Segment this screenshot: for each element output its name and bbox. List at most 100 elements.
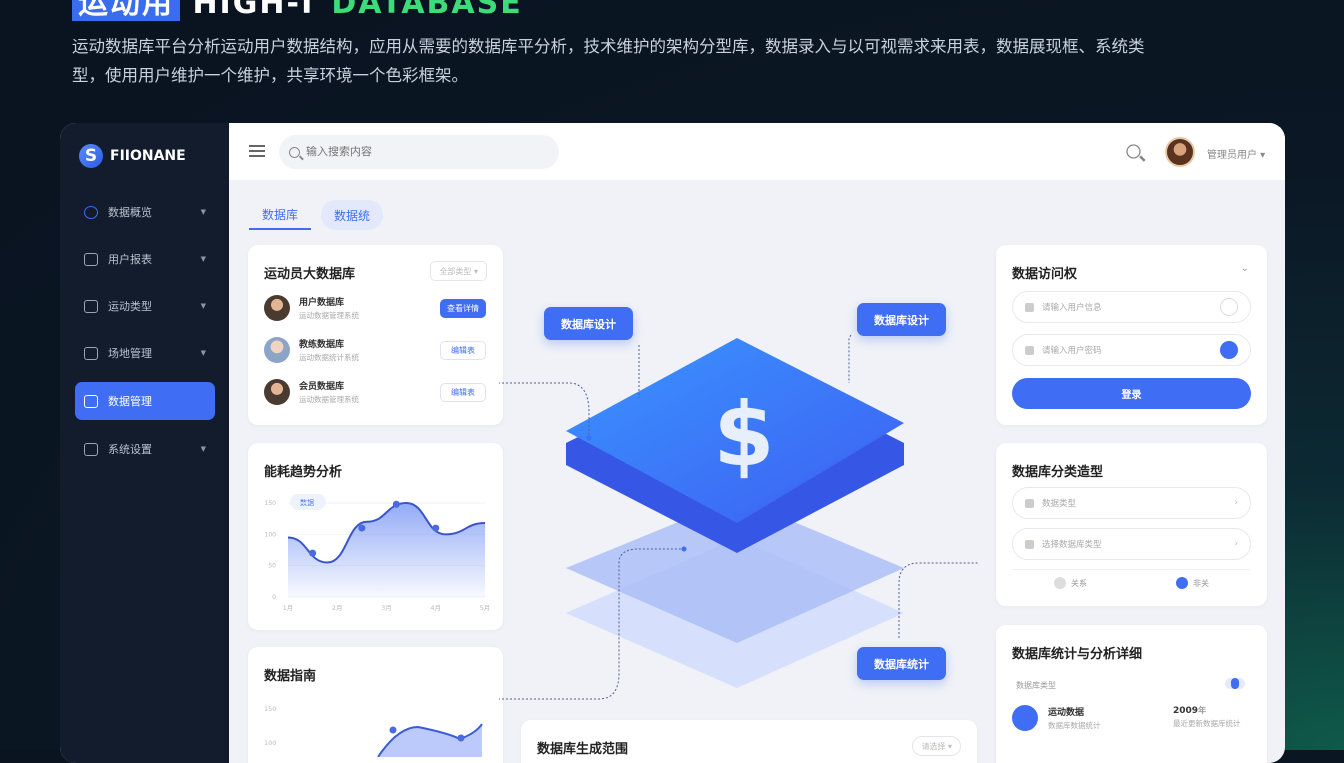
- nav-label: 数据管理: [108, 395, 152, 408]
- field-value: 选择数据库类型: [1042, 540, 1102, 550]
- option-label: 非关: [1193, 578, 1209, 588]
- sidebar-item-venues[interactable]: 场地管理 ▼: [75, 334, 215, 372]
- chevron-right-icon: ›: [1234, 498, 1238, 508]
- data-point[interactable]: [392, 500, 400, 508]
- avatar: [264, 379, 290, 405]
- x-tick-label: 4月: [430, 604, 441, 612]
- connector-dot: [681, 546, 687, 552]
- row-name: 运动数据: [1048, 708, 1085, 718]
- hero-title: 运动用 HIGH-T DATABASE: [72, 0, 523, 22]
- card-title: 能耗趋势分析: [264, 465, 343, 480]
- data-point[interactable]: [358, 524, 366, 532]
- list-item: 用户数据库运动数据管理系统查看详情: [264, 295, 486, 321]
- filter-select[interactable]: 全部类型 ▾: [430, 261, 487, 281]
- edit-button[interactable]: 编辑表: [440, 382, 486, 402]
- user-icon: [1025, 302, 1034, 312]
- db-icon: [1025, 539, 1034, 549]
- username-field[interactable]: 请输入用户信息: [1012, 291, 1251, 323]
- check-icon: [84, 442, 98, 456]
- card-title: 数据访问权: [1012, 267, 1078, 282]
- users-icon: [84, 252, 98, 266]
- type-field[interactable]: 数据类型 ›: [1012, 487, 1251, 519]
- tab-database[interactable]: 数据库: [249, 200, 312, 230]
- data-point[interactable]: [309, 549, 317, 557]
- data-point[interactable]: [432, 524, 440, 532]
- guide-card: 数据指南 150 100: [248, 647, 503, 763]
- user-menu[interactable]: 管理员用户 ▾: [1207, 150, 1266, 161]
- avatar[interactable]: [1165, 137, 1195, 167]
- nav-label: 系统设置: [108, 443, 152, 456]
- legend-chip: [290, 494, 326, 510]
- connector-line: [898, 562, 979, 638]
- chevron-down-icon[interactable]: ⌄: [1240, 263, 1249, 274]
- dashboard-icon: [84, 205, 98, 219]
- sidebar-item-settings[interactable]: 系统设置▼: [75, 430, 215, 468]
- row-icon: [1012, 705, 1038, 731]
- sidebar-item-overview[interactable]: 数据概览 ▼: [75, 193, 215, 231]
- chevron-down-icon: ▼: [200, 208, 206, 216]
- radio-checked-icon: [1176, 577, 1188, 589]
- option-nonrelational[interactable]: 非关: [1176, 577, 1209, 589]
- data-point[interactable]: [457, 734, 465, 742]
- range-select[interactable]: 请选择 ▾: [912, 736, 961, 756]
- x-tick-label: 5月: [480, 604, 491, 612]
- connector-dot: [586, 435, 592, 441]
- row-note: 最近更新数据库统计: [1173, 719, 1241, 728]
- label-db-stats[interactable]: 数据库统计: [857, 647, 946, 680]
- option-relational[interactable]: 关系: [1054, 577, 1087, 589]
- edit-button[interactable]: 编辑表: [440, 340, 486, 360]
- toggle-switch[interactable]: [1225, 678, 1245, 689]
- data-point[interactable]: [389, 726, 397, 734]
- x-tick-label: 1月: [283, 604, 294, 612]
- select-value: 请选择: [921, 742, 946, 751]
- tab-stats[interactable]: 数据统: [321, 200, 384, 230]
- person-sub: 运动数据统计系统: [299, 353, 359, 362]
- search-box[interactable]: [279, 135, 559, 169]
- sidebar-item-users[interactable]: 用户报表▼: [75, 240, 215, 278]
- field-placeholder: 请输入用户密码: [1042, 346, 1102, 356]
- title-green: DATABASE: [331, 0, 523, 21]
- x-tick-label: 3月: [381, 604, 392, 612]
- nav-label: 用户报表: [108, 253, 152, 266]
- chevron-down-icon: ▼: [200, 302, 206, 310]
- title-highlight: 运动用: [72, 0, 180, 21]
- nav-label: 数据概览: [108, 206, 152, 219]
- chevron-down-icon: ▼: [200, 349, 206, 357]
- headset-icon[interactable]: [1220, 298, 1238, 316]
- nav-label: 场地管理: [108, 347, 152, 360]
- logo-icon: S: [79, 144, 103, 168]
- menu-icon[interactable]: [249, 145, 265, 157]
- list-item: 教练数据库运动数据统计系统编辑表: [264, 337, 486, 363]
- label-db-design-2[interactable]: 数据库设计: [857, 303, 946, 336]
- card-title: 数据库生成范围: [537, 742, 629, 757]
- search-input[interactable]: [306, 146, 526, 158]
- area-fill: [288, 503, 485, 597]
- person-name: 会员数据库: [299, 382, 345, 392]
- login-button[interactable]: 登录: [1012, 378, 1251, 409]
- connector-line: [499, 548, 684, 700]
- card-title: 数据库统计与分析详细: [1012, 647, 1143, 662]
- range-card: 数据库生成范围 请选择 ▾: [521, 720, 977, 763]
- filter-value: 全部类型: [439, 267, 472, 276]
- sidebar-item-types[interactable]: 运动类型▼: [75, 287, 215, 325]
- table-row[interactable]: 运动数据数据库数据统计: [1048, 705, 1101, 731]
- toggle-icon[interactable]: [1220, 341, 1238, 359]
- y-tick: 100: [264, 739, 276, 747]
- list-item: 会员数据库运动数据管理系统编辑表: [264, 379, 486, 405]
- list-icon: [84, 394, 98, 408]
- field-value: 数据类型: [1042, 499, 1077, 509]
- series-line: [377, 723, 483, 757]
- y-tick-label: 50: [268, 563, 276, 570]
- view-button[interactable]: 查看详情: [440, 298, 486, 318]
- hero-description: 运动数据库平台分析运动用户数据结构，应用从需要的数据库平分析，技术维护的架构分型…: [72, 37, 1145, 85]
- y-tick-label: 100: [265, 531, 277, 538]
- label-db-design[interactable]: 数据库设计: [544, 307, 633, 340]
- card-title: 数据指南: [264, 669, 317, 684]
- sidebar-item-data[interactable]: 数据管理: [75, 382, 215, 420]
- db-type-field[interactable]: 选择数据库类型›: [1012, 528, 1251, 560]
- search-icon[interactable]: [1126, 144, 1141, 159]
- layer-1-top: [566, 338, 904, 523]
- password-field[interactable]: 请输入用户密码: [1012, 334, 1251, 366]
